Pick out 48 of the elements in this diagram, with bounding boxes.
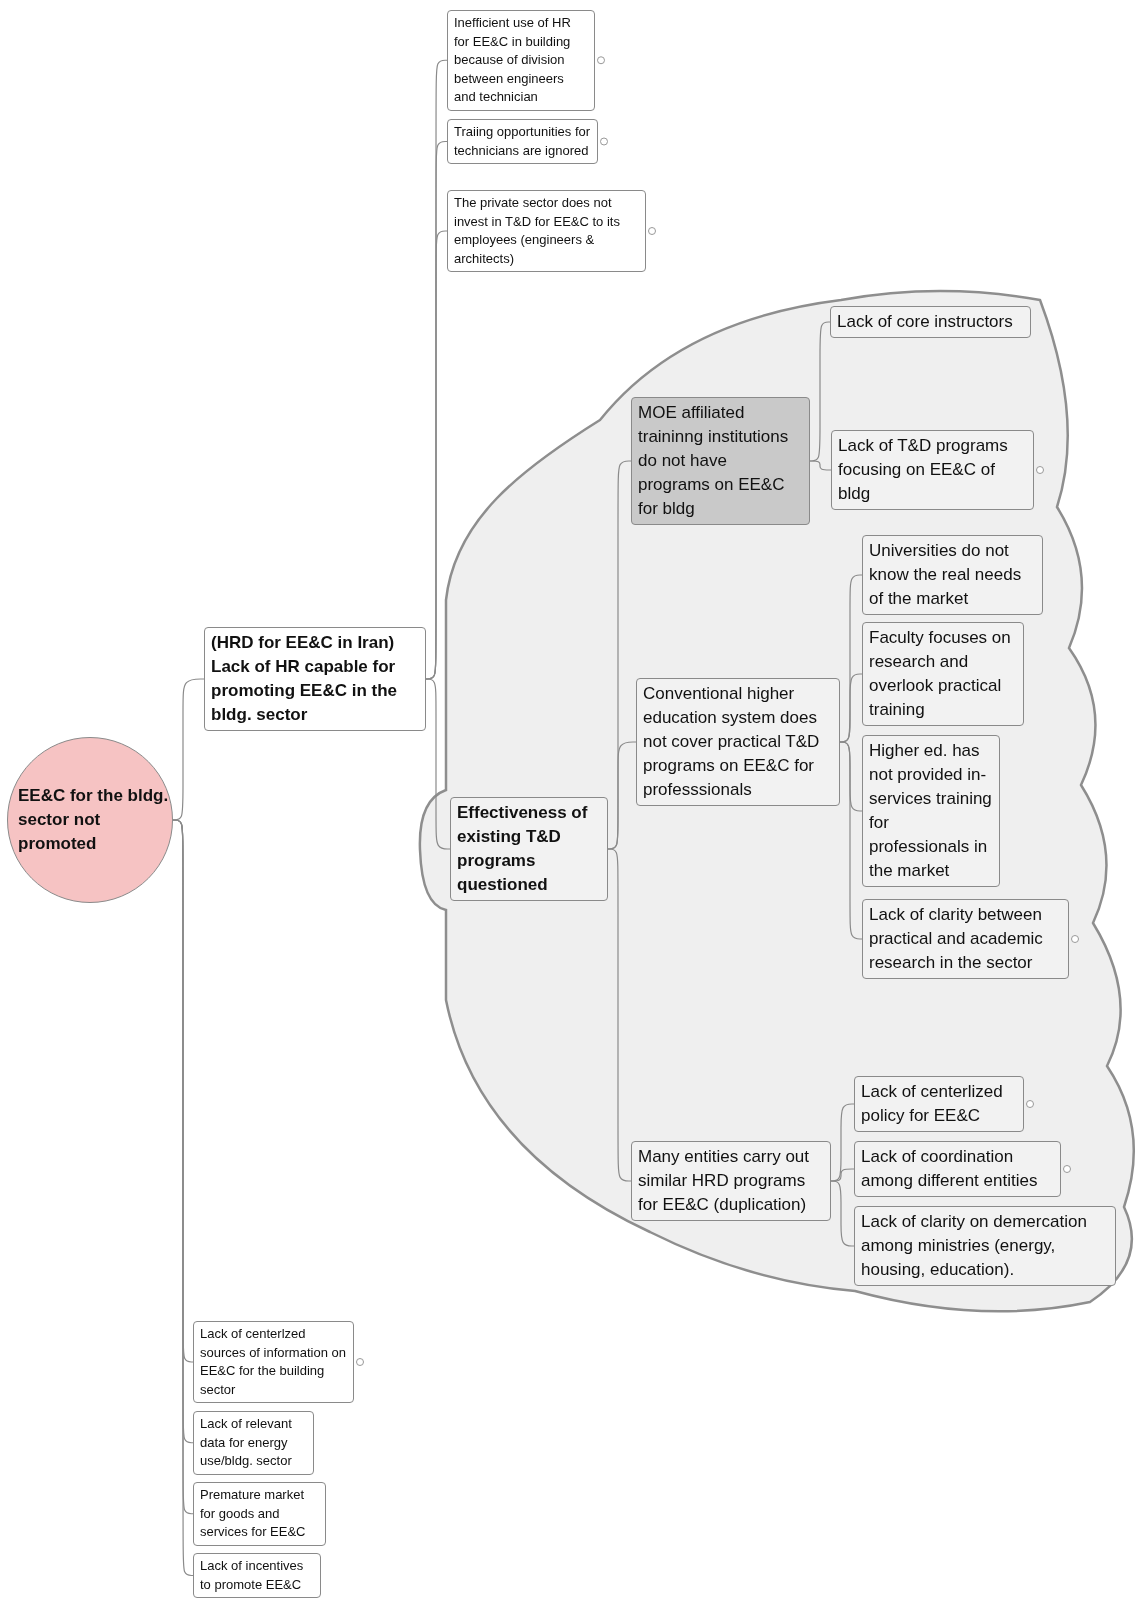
topic-box (854, 1141, 1061, 1197)
topic-text: Effectiveness of existing T&D programs questioned (457, 802, 589, 896)
highlighted-topic-box (631, 397, 810, 525)
topic-box (636, 678, 840, 806)
topic-text: Lack of core instructors (837, 311, 1014, 333)
topic-box (854, 1076, 1024, 1132)
topic-text: (HRD for EE&C in Iran) Lack of HR capable for promoting EE&C in the bldg. sector (211, 632, 399, 726)
topic-box (447, 10, 595, 111)
topic-text: Universities do not know the real needs of the market (869, 540, 1023, 610)
topic-box (193, 1321, 354, 1403)
topic-text: Lack of coordination among different entities (861, 1146, 1039, 1192)
connector-line (839, 741, 863, 940)
topic-text: Traiing opportunities for technicians are ignored (454, 123, 591, 160)
topic-box (830, 306, 1031, 338)
topic-text: Lack of clarity on demercation among ministries (energy, housing, education). (861, 1211, 1088, 1281)
topic-text: Premature market for goods and services for EE&C (200, 1486, 307, 1541)
topic-box (854, 1206, 1116, 1286)
topic-box (450, 797, 608, 901)
topic-text: Lack of clarity between practical and academic research in the sector (869, 904, 1044, 974)
topic-text: Higher ed. has not provided in-services training for professionals in the market (869, 740, 993, 882)
topic-box (447, 190, 646, 272)
topic-text: Many entities carry out similar HRD programs for EE&C (duplication) (638, 1146, 810, 1216)
topic-box (631, 1141, 831, 1221)
topic-box (862, 735, 1000, 887)
topic-text: Lack of centerlzed sources of information on EE&C for the building sector (200, 1325, 347, 1399)
connector-line (425, 678, 451, 850)
connector-line (809, 460, 832, 471)
topic-box (193, 1553, 321, 1598)
topic-box (193, 1411, 314, 1475)
connector-line (830, 1180, 855, 1247)
topic-box (447, 119, 598, 164)
topic-text: Lack of relevant data for energy use/bldg. sector (200, 1415, 293, 1470)
topic-box (862, 899, 1069, 979)
topic-text: EE&C for the bldg. sector not promoted (18, 785, 170, 855)
connector-line (607, 848, 632, 1182)
topic-text: MOE affiliated traininng institutions do not have programs on EE&C for bldg (638, 402, 790, 520)
topic-box (862, 622, 1024, 726)
topic-box (193, 1482, 326, 1546)
topic-text: Lack of centerlized policy for EE&C (861, 1081, 1004, 1127)
topic-text: Inefficient use of HR for EE&C in building because of division between engineers and technician (454, 14, 572, 106)
topic-text: The private sector does not invest in T&D for EE&C to its employees (engineers & architects) (454, 194, 621, 268)
topic-text: Lack of incentives to promote EE&C (200, 1557, 305, 1594)
topic-box (831, 430, 1034, 510)
topic-box (204, 627, 426, 731)
topic-text: Conventional higher education system does not cover practical T&D programs on EE&C for professsionals (643, 683, 821, 801)
topic-text: Faculty focuses on research and overlook practical training (869, 627, 1012, 721)
topic-box (862, 535, 1043, 615)
topic-text: Lack of T&D programs focusing on EE&C of bldg (838, 435, 1009, 505)
